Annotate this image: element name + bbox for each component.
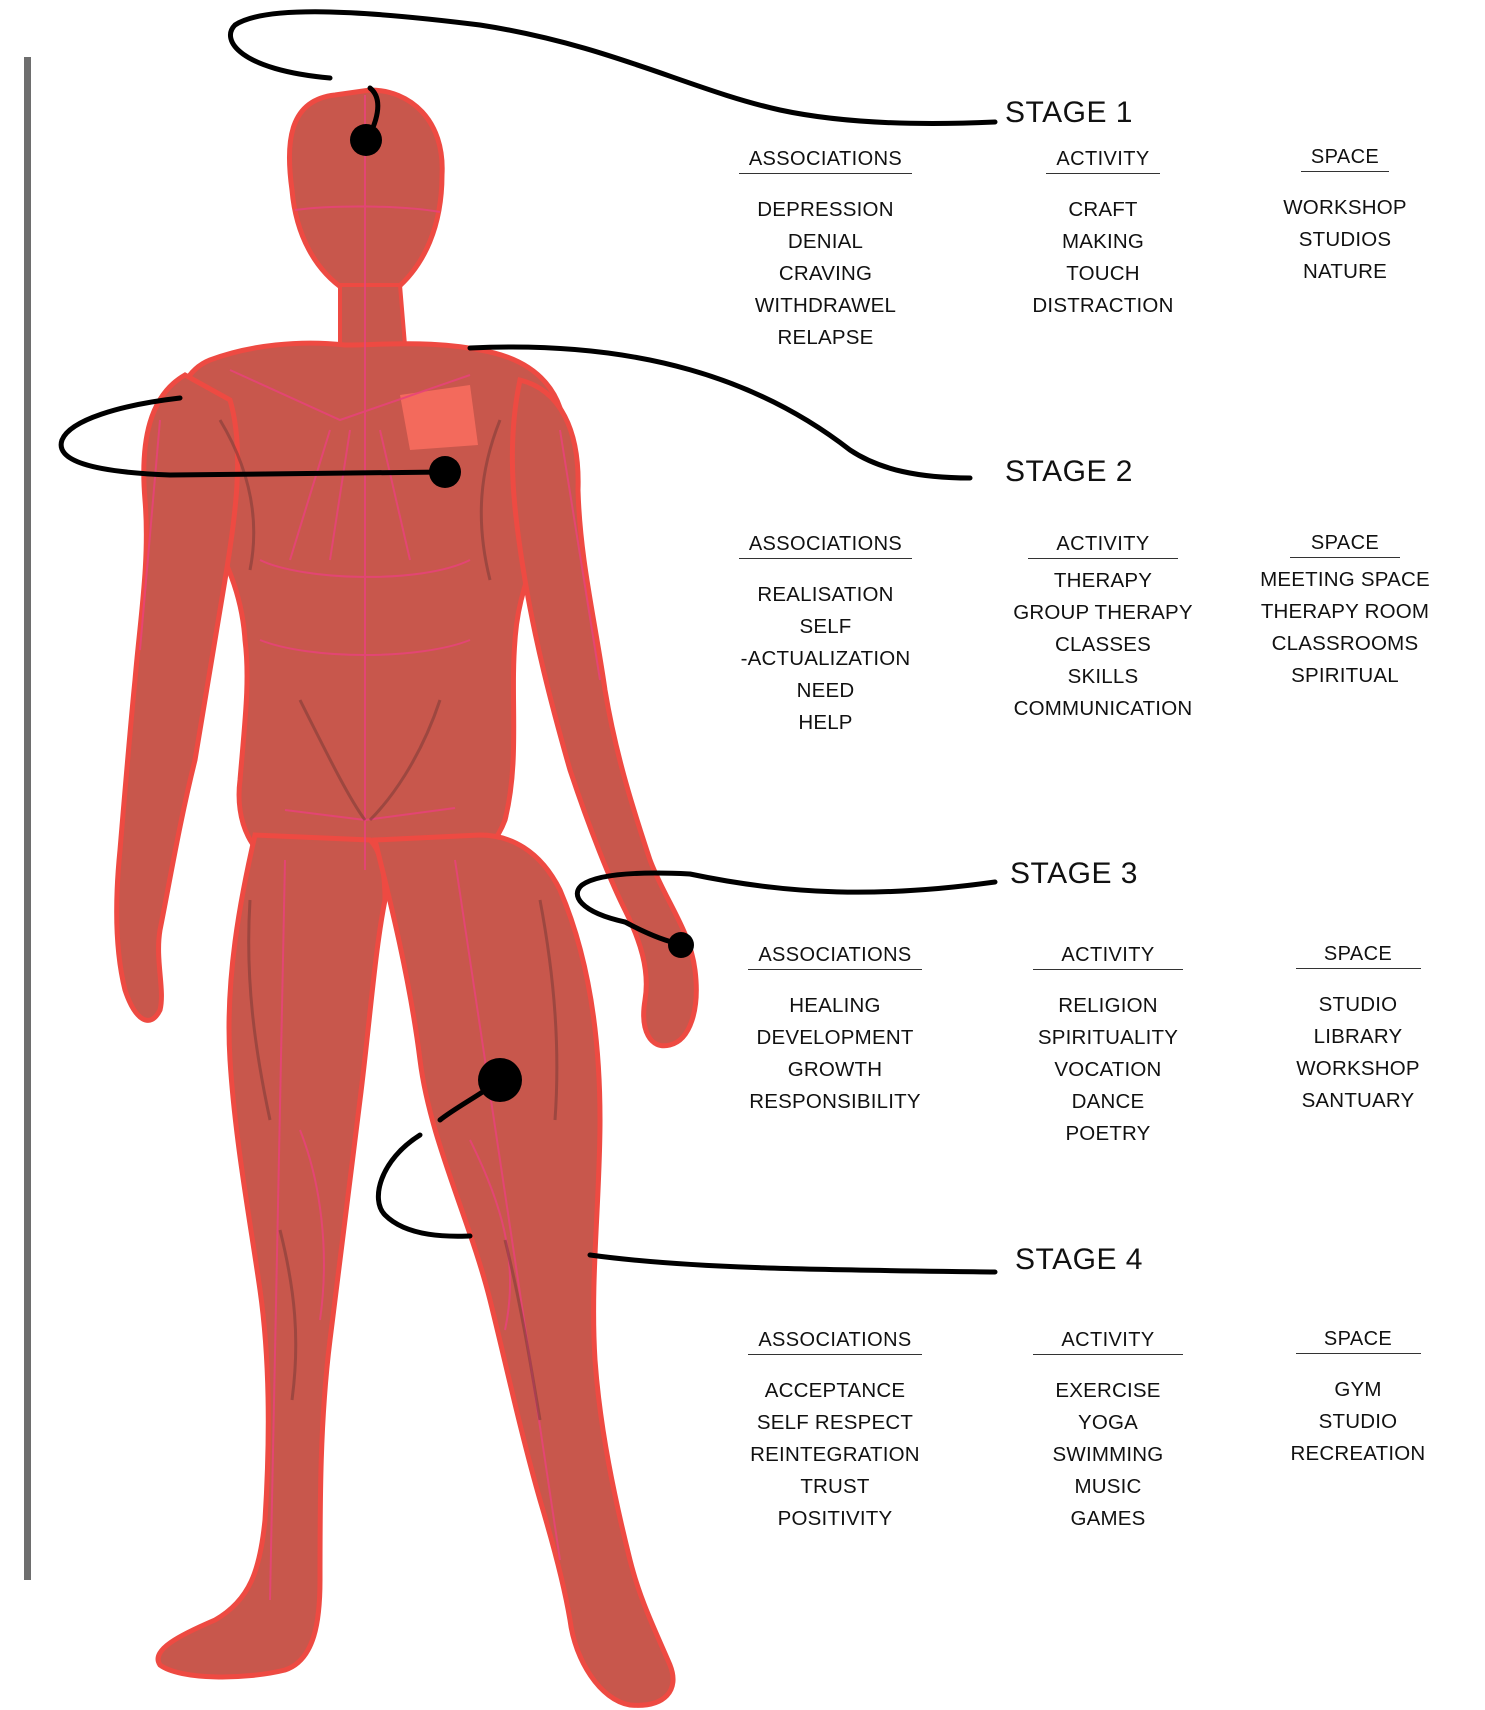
column-heading: ACTIVITY: [1033, 944, 1183, 970]
list-item: RECREATION: [1243, 1438, 1473, 1470]
list-item: CLASSES: [968, 629, 1238, 661]
list-item: SWIMMING: [993, 1439, 1223, 1471]
list-item: ACCEPTANCE: [720, 1375, 950, 1407]
list-item: STUDIO: [1243, 1406, 1473, 1438]
list-item: DISTRACTION: [988, 290, 1218, 322]
list-item: WITHDRAWEL: [708, 290, 943, 322]
stage-3-dot: [668, 932, 694, 958]
stage-1-space: SPACE WORKSHOP STUDIOS NATURE: [1230, 146, 1460, 288]
list-item: MAKING: [988, 226, 1218, 258]
list-item: GROWTH: [720, 1054, 950, 1086]
list-item: GAMES: [993, 1503, 1223, 1535]
stage-2-activity: ACTIVITY THERAPY GROUP THERAPY CLASSES S…: [968, 533, 1238, 725]
side-bar: [24, 57, 31, 1580]
list-item: SKILLS: [968, 661, 1238, 693]
list-item: -ACTUALIZATION: [708, 643, 943, 675]
list-item: RELIGION: [993, 990, 1223, 1022]
list-item: POETRY: [993, 1118, 1223, 1150]
column-heading: SPACE: [1296, 1328, 1421, 1354]
list-item: CRAVING: [708, 258, 943, 290]
list-item: HELP: [708, 707, 943, 739]
list-item: SELF RESPECT: [720, 1407, 950, 1439]
stage-3-associations: ASSOCIATIONS HEALING DEVELOPMENT GROWTH …: [720, 944, 950, 1118]
list-item: STUDIO: [1243, 989, 1473, 1021]
stage-4-activity: ACTIVITY EXERCISE YOGA SWIMMING MUSIC GA…: [993, 1329, 1223, 1535]
list-item: DEVELOPMENT: [720, 1022, 950, 1054]
connector-stage-2: [170, 472, 445, 475]
list-item: SPIRITUAL: [1230, 660, 1460, 692]
column-heading: SPACE: [1296, 943, 1421, 969]
list-item: YOGA: [993, 1407, 1223, 1439]
list-item: DANCE: [993, 1086, 1223, 1118]
list-item: THERAPY: [968, 565, 1238, 597]
list-item: WORKSHOP: [1243, 1053, 1473, 1085]
column-heading: ASSOCIATIONS: [748, 1329, 921, 1355]
list-item: COMMUNICATION: [968, 693, 1238, 725]
list-item: THERAPY ROOM: [1230, 596, 1460, 628]
stage-2-title: STAGE 2: [1005, 455, 1133, 489]
column-heading: ASSOCIATIONS: [748, 944, 921, 970]
list-item: REINTEGRATION: [720, 1439, 950, 1471]
column-heading: SPACE: [1301, 146, 1389, 172]
human-body: [117, 90, 697, 1705]
neck: [340, 285, 405, 345]
list-item: GYM: [1243, 1374, 1473, 1406]
list-item: CRAFT: [988, 194, 1218, 226]
stage-4-space: SPACE GYM STUDIO RECREATION: [1243, 1328, 1473, 1470]
column-heading: SPACE: [1290, 532, 1400, 558]
list-item: MUSIC: [993, 1471, 1223, 1503]
list-item: CLASSROOMS: [1230, 628, 1460, 660]
list-item: EXERCISE: [993, 1375, 1223, 1407]
list-item: STUDIOS: [1230, 224, 1460, 256]
list-item: DEPRESSION: [708, 194, 943, 226]
list-item: HEALING: [720, 990, 950, 1022]
list-item: GROUP THERAPY: [968, 597, 1238, 629]
list-item: SANTUARY: [1243, 1085, 1473, 1117]
stage-1-activity: ACTIVITY CRAFT MAKING TOUCH DISTRACTION: [988, 148, 1218, 322]
list-item: TOUCH: [988, 258, 1218, 290]
list-item: RELAPSE: [708, 322, 943, 354]
list-item: DENIAL: [708, 226, 943, 258]
stage-1-associations: ASSOCIATIONS DEPRESSION DENIAL CRAVING W…: [708, 148, 943, 354]
list-item: NEED: [708, 675, 943, 707]
stage-4-associations: ASSOCIATIONS ACCEPTANCE SELF RESPECT REI…: [720, 1329, 950, 1535]
column-heading: ACTIVITY: [1046, 148, 1159, 174]
stage-2-space: SPACE MEETING SPACE THERAPY ROOM CLASSRO…: [1230, 532, 1460, 692]
column-heading: ACTIVITY: [1033, 1329, 1183, 1355]
stage-2-dot: [429, 456, 461, 488]
stage-3-title: STAGE 3: [1010, 857, 1138, 891]
list-item: SPIRITUALITY: [993, 1022, 1223, 1054]
stage-2-associations: ASSOCIATIONS REALISATION SELF -ACTUALIZA…: [708, 533, 943, 739]
list-item: MEETING SPACE: [1230, 564, 1460, 596]
stage-1-dot: [350, 124, 382, 156]
list-item: POSITIVITY: [720, 1503, 950, 1535]
stage-3-activity: ACTIVITY RELIGION SPIRITUALITY VOCATION …: [993, 944, 1223, 1150]
list-item: SELF: [708, 611, 943, 643]
list-item: WORKSHOP: [1230, 192, 1460, 224]
stage-4-title: STAGE 4: [1015, 1243, 1143, 1277]
right-leg: [375, 835, 673, 1705]
stage-3-space: SPACE STUDIO LIBRARY WORKSHOP SANTUARY: [1243, 943, 1473, 1117]
stage-1-title: STAGE 1: [1005, 96, 1133, 130]
list-item: REALISATION: [708, 579, 943, 611]
column-heading: ACTIVITY: [1028, 533, 1178, 559]
stage-4-dot: [478, 1058, 522, 1102]
column-heading: ASSOCIATIONS: [739, 533, 912, 559]
list-item: NATURE: [1230, 256, 1460, 288]
list-item: LIBRARY: [1243, 1021, 1473, 1053]
list-item: TRUST: [720, 1471, 950, 1503]
column-heading: ASSOCIATIONS: [739, 148, 912, 174]
list-item: VOCATION: [993, 1054, 1223, 1086]
list-item: RESPONSIBILITY: [720, 1086, 950, 1118]
